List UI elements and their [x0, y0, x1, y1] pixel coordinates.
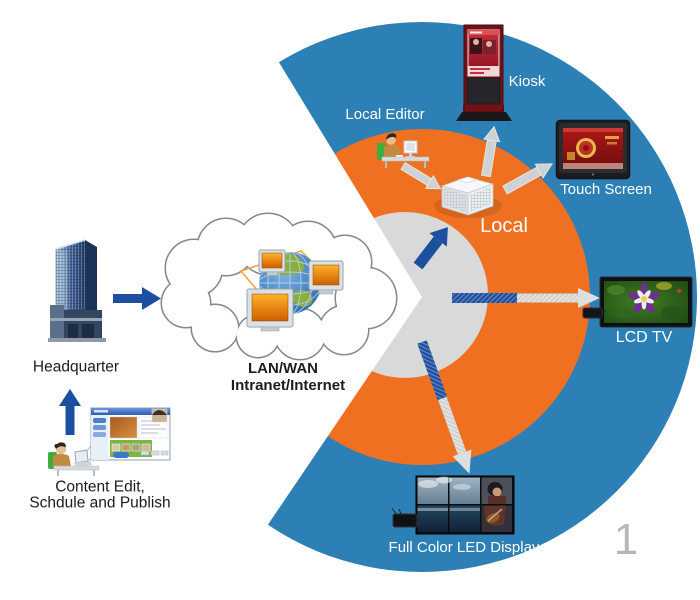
crt-monitor-icon — [308, 260, 344, 295]
kiosk-label: Kiosk — [508, 72, 546, 90]
media-player-icon — [582, 307, 607, 319]
lcd-tv-icon — [599, 276, 693, 328]
local-server-cube-icon — [434, 176, 502, 218]
network-label-line2: Intranet/Internet — [230, 376, 346, 394]
touch-screen-icon — [555, 119, 631, 180]
lcd-tv-label: LCD TV — [615, 329, 673, 347]
crt-monitor-icon — [246, 288, 294, 332]
media-player-icon — [391, 507, 421, 528]
page-number: 1 — [613, 514, 639, 564]
content-edit-label-line2: Schdule and Publish — [29, 494, 171, 512]
content-editor-person-icon — [48, 440, 100, 476]
local-editor-label: Local Editor — [345, 105, 425, 123]
hq-to-cloud-arrow — [113, 287, 161, 310]
crt-monitor-icon — [258, 249, 286, 276]
local-editor-person-icon — [377, 133, 430, 168]
touch-screen-label: Touch Screen — [560, 180, 652, 198]
hub-to-lcdtv-arrow — [452, 288, 600, 308]
content-edit-label-line1: Content Edit, — [55, 478, 145, 496]
hub-to-local-arrow — [413, 227, 448, 270]
led-video-wall-icon — [415, 475, 515, 535]
network-label-line1: LAN/WAN — [248, 359, 318, 377]
local-server-label: Local — [480, 215, 528, 237]
hub-to-led-arrow — [417, 340, 472, 474]
headquarter-label: Headquarter — [32, 358, 120, 376]
led-display-label: Full Color LED Display — [388, 538, 540, 556]
headquarter-building-icon — [48, 239, 106, 342]
workflow-up-arrow — [59, 389, 81, 435]
editor-to-local-arrow — [400, 162, 442, 190]
cms-window-icon — [90, 407, 171, 461]
local-to-kiosk-arrow — [481, 125, 501, 178]
kiosk-display-icon — [456, 24, 512, 121]
local-to-touch-arrow — [502, 163, 553, 195]
